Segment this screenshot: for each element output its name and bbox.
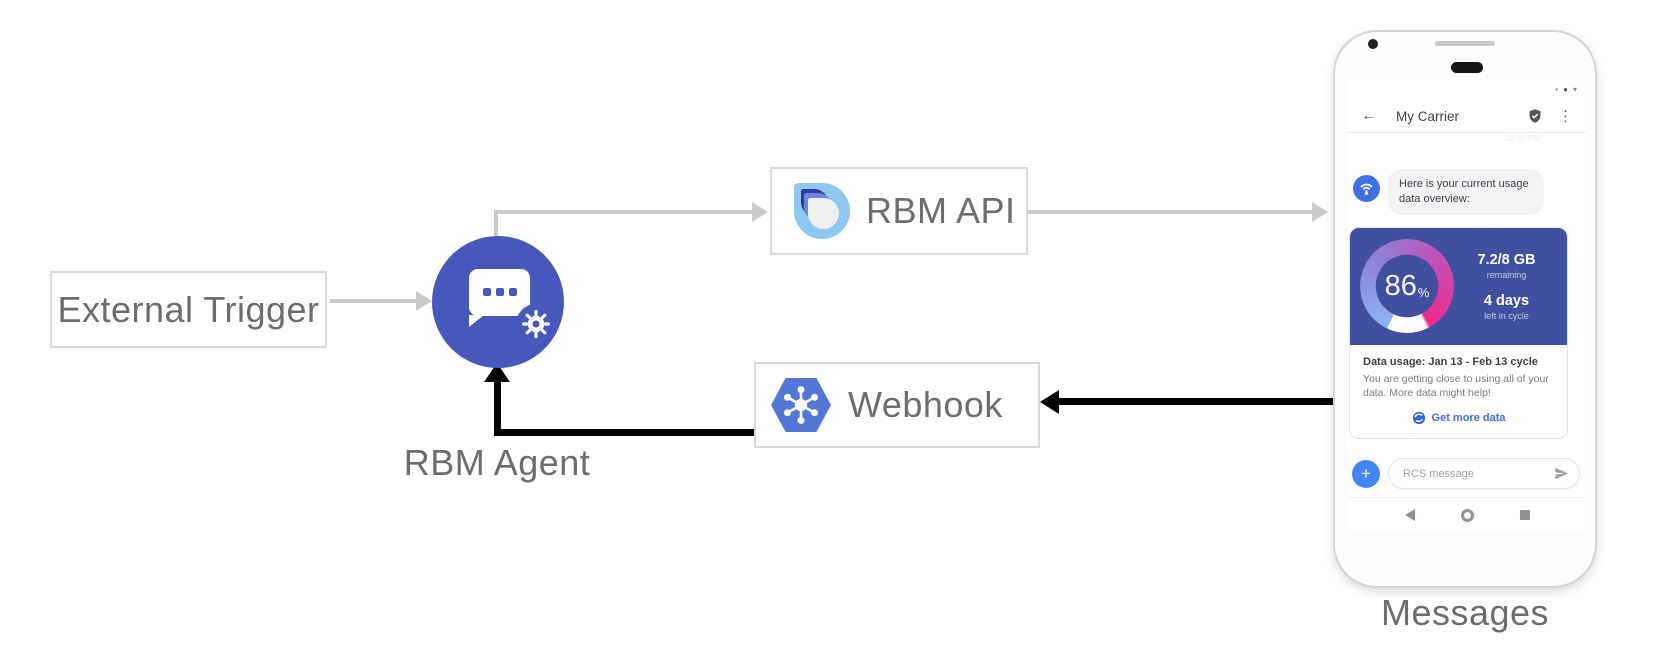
get-more-data-button[interactable]: Get more data — [1363, 411, 1554, 425]
gauge-percent-unit: % — [1417, 284, 1430, 300]
arrow-api-to-phone-head — [1312, 202, 1328, 222]
days-label: left in cycle — [1484, 310, 1529, 321]
composer-row: + — [1352, 458, 1580, 489]
conversation-header: ← My Carrier ⋮ — [1348, 100, 1586, 132]
status-bar: ▪ ● ▾ — [1348, 80, 1586, 100]
back-arrow-icon[interactable]: ← — [1361, 107, 1377, 124]
gauge-percent-value: 86 — [1384, 269, 1417, 302]
days-value: 4 days — [1483, 292, 1530, 309]
verified-shield-icon — [1529, 109, 1541, 123]
arrow-agent-to-api-vline — [494, 210, 498, 238]
gear-icon — [516, 304, 556, 344]
usage-gauge: 86% — [1360, 239, 1454, 334]
external-trigger-label: External Trigger — [57, 288, 320, 330]
plus-button[interactable]: + — [1352, 459, 1380, 488]
arrow-webhook-to-agent-vline — [494, 380, 501, 436]
status-square-icon: ▪ — [1555, 85, 1559, 94]
get-more-data-label: Get more data — [1431, 412, 1506, 425]
webhook-label: Webhook — [848, 384, 1003, 425]
earpiece-pill — [1451, 62, 1483, 73]
usage-title: Data usage: Jan 13 - Feb 13 cycle — [1363, 355, 1538, 368]
rbm-api-label: RBM API — [866, 190, 1016, 231]
arrow-api-to-phone-line — [1028, 210, 1314, 214]
usage-card: 86% 7.2/8 GB remaining 4 days left in cy… — [1349, 226, 1568, 440]
nav-back-icon[interactable] — [1404, 509, 1415, 521]
arrow-trigger-to-agent-head — [416, 291, 432, 311]
front-camera-dot — [1368, 39, 1378, 49]
messages-caption: Messages — [1380, 592, 1550, 633]
message-timestamp: 12:40 PM — [1505, 134, 1540, 143]
rbm-api-logo-icon — [794, 183, 850, 239]
arrow-agent-to-api-head — [752, 202, 768, 222]
android-nav-bar — [1348, 497, 1586, 532]
node-rbm-agent — [432, 236, 564, 368]
node-external-trigger: External Trigger — [50, 271, 327, 348]
speaker-slot — [1435, 41, 1495, 46]
arrow-trigger-to-agent-line — [330, 299, 416, 303]
usage-card-gauge-panel: 86% 7.2/8 GB remaining 4 days left in cy… — [1350, 227, 1567, 345]
rbm-agent-label: RBM Agent — [403, 442, 591, 483]
gauge-ring — [1360, 239, 1454, 334]
rcs-message-input[interactable] — [1389, 467, 1554, 480]
remaining-value: 7.2/8 GB — [1477, 251, 1536, 268]
phone-device: ▪ ● ▾ ← My Carrier ⋮ 12:40 PM — [1333, 30, 1597, 588]
node-rbm-api: RBM API — [770, 167, 1028, 255]
usage-body: You are getting close to using all of yo… — [1363, 372, 1549, 400]
globe-icon — [1412, 411, 1425, 425]
pubsub-hexagon-icon — [771, 377, 831, 433]
chat-bubble-icon — [469, 269, 530, 327]
send-icon[interactable] — [1554, 466, 1569, 481]
arrow-agent-to-api-hline — [494, 210, 754, 214]
arrow-phone-to-webhook-head — [1040, 390, 1059, 414]
status-triangle-icon: ▾ — [1572, 85, 1577, 94]
phone-screen: ▪ ● ▾ ← My Carrier ⋮ 12:40 PM — [1348, 80, 1586, 532]
agent-message-bubble: Here is your current usage data overview… — [1388, 169, 1544, 215]
nav-home-icon[interactable] — [1460, 508, 1474, 522]
arrow-webhook-to-agent-hline — [496, 429, 754, 436]
agent-avatar — [1353, 175, 1380, 202]
conversation-title: My Carrier — [1396, 108, 1459, 124]
node-webhook: Webhook — [754, 362, 1040, 448]
remaining-label: remaining — [1486, 269, 1527, 280]
bubble-dots-icon — [469, 288, 530, 296]
message-input-pill — [1388, 458, 1580, 489]
header-divider — [1348, 132, 1586, 133]
broadcast-antenna-icon — [1360, 183, 1373, 195]
nav-recents-icon[interactable] — [1519, 510, 1530, 520]
kebab-menu-icon[interactable]: ⋮ — [1558, 108, 1573, 125]
status-dot-icon: ● — [1563, 85, 1568, 94]
arrow-phone-to-webhook-line — [1058, 398, 1333, 405]
gauge-percent: 86% — [1360, 239, 1454, 333]
usage-stats: 7.2/8 GB remaining 4 days left in cycle — [1454, 252, 1559, 321]
usage-card-details: Data usage: Jan 13 - Feb 13 cycle You ar… — [1350, 345, 1567, 438]
agent-message-row: Here is your current usage data overview… — [1353, 169, 1576, 215]
